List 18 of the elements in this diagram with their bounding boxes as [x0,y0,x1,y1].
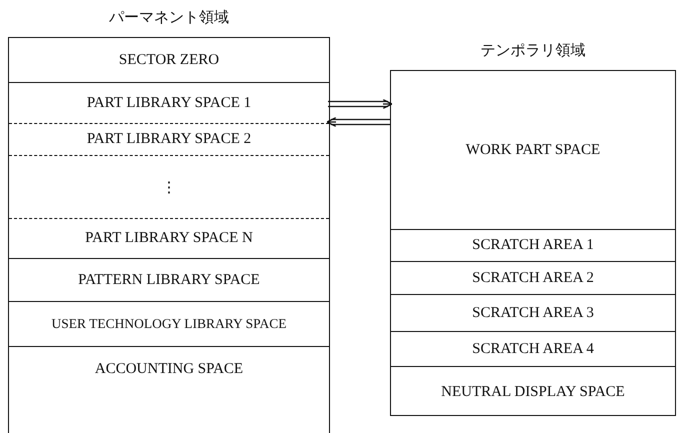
double-arrow [327,98,393,110]
double-arrow [326,116,392,128]
segment-label: WORK PART SPACE [466,142,600,158]
region-heading: テンポラリ領域 [480,42,586,60]
segment-label: NEUTRAL DISPLAY SPACE [441,384,625,400]
segment-label: ⋮ [162,178,176,196]
region-heading: パーマネント領域 [108,8,230,27]
segment-label: PART LIBRARY SPACE 2 [86,131,252,148]
segment-label: SCRATCH AREA 4 [472,340,594,358]
segment-label: SCRATCH AREA 3 [472,304,594,322]
segment-label: PART LIBRARY SPACE 1 [86,94,252,112]
segment-label: SECTOR ZERO [118,52,220,68]
segment-label: USER TECHNOLOGY LIBRARY SPACE [52,316,286,332]
segment-label: SCRATCH AREA 1 [472,237,594,254]
segment-label: SCRATCH AREA 2 [472,270,594,286]
segment-label: PART LIBRARY SPACE N [85,230,253,247]
segment-label: ACCOUNTING SPACE [94,360,244,378]
segment-label: PATTERN LIBRARY SPACE [78,272,260,288]
